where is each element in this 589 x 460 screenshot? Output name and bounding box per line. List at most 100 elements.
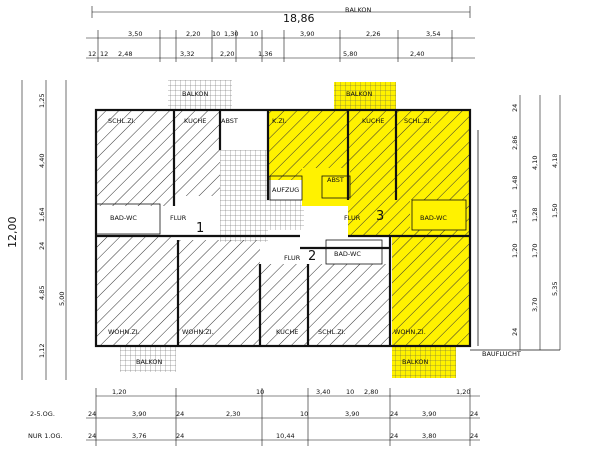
dim-top-8: 3,54 [426, 30, 440, 38]
dim-b2-4: 2,30 [226, 410, 240, 418]
label-abst-center: ABST [327, 176, 344, 184]
dim-right-9: 1,20 [511, 244, 519, 258]
label-abst-left: ABST [221, 117, 238, 125]
dim-top-7: 2,26 [366, 30, 380, 38]
label-balkon-top-right: BALKON [346, 90, 373, 98]
building [94, 80, 560, 378]
dim-b3-6: 3,80 [422, 432, 436, 440]
dim-right-4: 4,10 [531, 156, 539, 170]
label-wohnzi-center: WOHN.ZI. [182, 328, 214, 336]
label-flur-1: FLUR [170, 214, 187, 222]
dim-b2-6: 3,90 [345, 410, 359, 418]
dim-b2-8: 3,90 [422, 410, 436, 418]
dim-top2-5: 2,20 [220, 50, 234, 58]
overall-width-dim: 18,86 [283, 12, 315, 25]
label-schlzi-bottom: SCHL.ZI. [318, 328, 346, 336]
dim-left-3: 1,64 [38, 208, 46, 222]
right-dimensions: 24 2,86 1,48 4,10 1,28 1,54 1,50 1,70 1,… [511, 95, 561, 350]
label-badwc-center: BAD-WC [334, 250, 361, 258]
label-badwc-right: BAD-WC [420, 214, 447, 222]
dim-b2-9: 24 [470, 410, 478, 418]
dim-top2-2: 12 [100, 50, 108, 58]
dim-top-2: 2,20 [186, 30, 200, 38]
label-kuche-bottom: KUCHE [276, 328, 298, 336]
balkon-bottom-left [120, 346, 176, 372]
dim-right-12: 4,18 [551, 154, 559, 168]
label-flur-3: FLUR [344, 214, 361, 222]
row-label-2: NUR 1.OG. [28, 432, 63, 440]
room-labels: BALKON BALKON BALKON SCHL.ZI. KUCHE ABST… [108, 6, 521, 366]
dim-top2-3: 2,48 [118, 50, 132, 58]
bad-wc-right-box [410, 200, 466, 230]
dim-right-8: 1,70 [531, 244, 539, 258]
dim-b2-3: 24 [176, 410, 184, 418]
dim-top2-1: 12 [88, 50, 96, 58]
label-unit-1: 1 [196, 221, 204, 236]
room-wohnzi-left [96, 236, 178, 346]
dim-b2-1: 24 [88, 410, 96, 418]
dim-top-5: 10 [250, 30, 258, 38]
dim-b2-5: 10 [300, 410, 308, 418]
label-kzi: K.ZI. [272, 117, 287, 125]
label-aufzug: AUFZUG [272, 186, 299, 194]
room-kuche-left [174, 110, 220, 196]
room-schlzi-bottom [308, 264, 390, 346]
label-flur-2: FLUR [284, 254, 301, 262]
room-kuche-bottom [260, 264, 308, 346]
dim-bottom-2: 10 [256, 388, 264, 396]
dim-top2-4: 3,32 [180, 50, 194, 58]
dim-right-13: 24 [511, 328, 519, 336]
balkon-top-left [168, 80, 232, 110]
dim-right-2: 2,86 [511, 136, 519, 150]
dim-right-11: 3,70 [531, 298, 539, 312]
label-schlzi-left: SCHL.ZI. [108, 117, 136, 125]
dim-left-1: 1,25 [38, 94, 46, 108]
room-wohnzi-center [178, 240, 260, 346]
dim-top2-8: 2,40 [410, 50, 424, 58]
stair-landing [268, 200, 304, 230]
label-balkon-bottom-right: BALKON [402, 358, 429, 366]
dim-left-4: 24 [38, 242, 46, 250]
dim-bottom-6: 1,20 [456, 388, 470, 396]
dim-right-1: 24 [511, 104, 519, 112]
bottom-dimensions: 1,20 10 3,40 10 2,80 1,20 2-5.OG. 24 3,9… [28, 388, 480, 446]
label-kuche-left: KUCHE [184, 117, 206, 125]
dim-bottom-5: 2,80 [364, 388, 378, 396]
dim-top2-6: 1,36 [258, 50, 272, 58]
dim-left-6: 5,00 [58, 292, 66, 306]
label-balkon-top-left: BALKON [182, 90, 209, 98]
dim-left-5: 4,85 [38, 286, 46, 300]
dim-b3-7: 24 [470, 432, 478, 440]
label-balkon-bottom-left: BALKON [136, 358, 163, 366]
dim-left-2: 4,40 [38, 154, 46, 168]
dim-top2-7: 5,80 [343, 50, 357, 58]
dim-right-10: 5,35 [551, 282, 559, 296]
dim-bottom-4: 10 [346, 388, 354, 396]
dim-b2-2: 3,90 [132, 410, 146, 418]
row-label-1: 2-5.OG. [30, 410, 55, 418]
left-dimensions: 12,00 1,25 4,40 1,64 24 4,85 5,00 1,12 [6, 80, 67, 380]
dim-top-4: 1,30 [224, 30, 238, 38]
dim-left-7: 1,12 [38, 344, 46, 358]
balkon-bottom-right [392, 346, 456, 378]
dim-b3-4: 10,44 [276, 432, 295, 440]
label-baufluchtlinie: BAUFLUCHT [482, 350, 521, 358]
dim-top-1: 3,50 [128, 30, 142, 38]
label-kuche-right: KUCHE [362, 117, 384, 125]
dim-bottom-1: 1,20 [112, 388, 126, 396]
top-dimensions: 18,86 3,50 2,20 10 1,30 10 3,90 2,26 3,5… [86, 6, 475, 62]
label-wohnzi-left: WOHN.ZI. [108, 328, 140, 336]
dim-right-6: 1,54 [511, 210, 519, 224]
dim-top-3: 10 [212, 30, 220, 38]
dim-b3-3: 24 [176, 432, 184, 440]
dim-b3-1: 24 [88, 432, 96, 440]
label-unit-3: 3 [376, 209, 384, 224]
label-balkon-top-dim: BALKON [345, 6, 372, 14]
overall-depth-dim: 12,00 [6, 217, 19, 249]
room-schlzi-left [96, 110, 174, 206]
dim-top-6: 3,90 [300, 30, 314, 38]
dim-b3-2: 3,76 [132, 432, 146, 440]
balkon-top-right [334, 82, 396, 110]
dim-right-7: 1,50 [551, 204, 559, 218]
